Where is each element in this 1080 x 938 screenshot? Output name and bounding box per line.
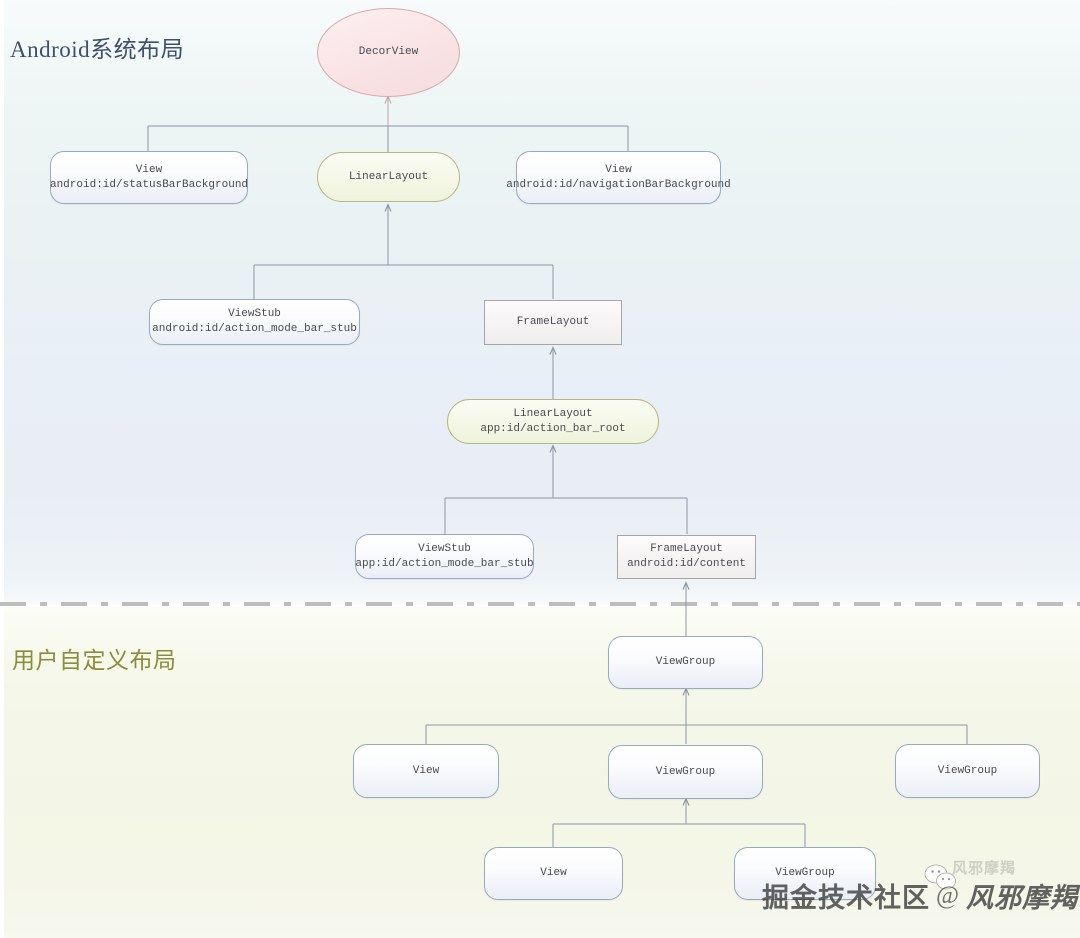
node-frame-layout[interactable]: FrameLayout — [484, 300, 622, 345]
watermark-community: 掘金技术社区 — [762, 883, 930, 913]
node-frame-layout-content[interactable]: FrameLayout android:id/content — [617, 535, 756, 579]
node-decor-view[interactable]: DecorView — [317, 8, 460, 97]
node-sublabel: app:id/action_mode_bar_stub — [355, 557, 534, 570]
node-label: View — [412, 764, 440, 777]
node-label: ViewStub — [228, 308, 281, 320]
node-user-view-leaf[interactable]: View — [484, 847, 623, 900]
node-label: ViewGroup — [775, 867, 835, 879]
node-view-status-bar-background[interactable]: View android:id/statusBarBackground — [50, 151, 248, 204]
node-label: LinearLayout — [513, 407, 593, 420]
node-label: DecorView — [358, 46, 419, 58]
node-view-stub-action-mode-bar-stub-android[interactable]: ViewStub android:id/action_mode_bar_stub — [149, 299, 360, 345]
node-label: FrameLayout — [650, 543, 723, 555]
node-label: View — [135, 163, 163, 176]
node-label: ViewGroup — [655, 765, 716, 778]
node-view-navigation-bar-background[interactable]: View android:id/navigationBarBackground — [506, 151, 731, 204]
node-sublabel: android:id/statusBarBackground — [49, 178, 249, 191]
system-section-title: Android系统布局 — [10, 37, 185, 62]
node-user-root-viewgroup[interactable]: ViewGroup — [608, 636, 763, 689]
watermark-author: 风邪摩羯 — [966, 883, 1079, 913]
node-linear-layout-action-bar-root[interactable]: LinearLayout app:id/action_bar_root — [447, 399, 659, 444]
node-label: ViewGroup — [937, 764, 998, 777]
node-sublabel: android:id/content — [627, 558, 746, 570]
node-label: View — [605, 163, 632, 176]
node-sublabel: android:id/action_mode_bar_stub — [152, 323, 357, 335]
custom-section-title: 用户自定义布局 — [12, 648, 177, 673]
node-label: FrameLayout — [516, 316, 590, 328]
node-user-viewgroup-leaf[interactable]: ViewGroup — [734, 847, 876, 900]
node-label: LinearLayout — [348, 170, 429, 183]
node-user-view-left[interactable]: View — [353, 744, 499, 798]
wechat-icon — [924, 864, 956, 892]
section-divider — [0, 602, 1080, 606]
node-user-viewgroup-mid[interactable]: ViewGroup — [608, 745, 763, 799]
node-linear-layout-root[interactable]: LinearLayout — [317, 152, 460, 202]
node-sublabel: app:id/action_bar_root — [480, 422, 626, 435]
node-sublabel: android:id/navigationBarBackground — [506, 178, 731, 191]
node-view-stub-action-mode-bar-stub-app[interactable]: ViewStub app:id/action_mode_bar_stub — [355, 534, 534, 579]
watermark: 掘金技术社区 @ 风邪摩羯 — [762, 876, 1078, 915]
node-label: View — [540, 867, 567, 879]
watermark-ghost-text: 风邪摩羯 — [952, 861, 1017, 877]
node-label: ViewGroup — [655, 656, 716, 668]
node-label: ViewStub — [418, 542, 471, 555]
node-user-viewgroup-right[interactable]: ViewGroup — [895, 744, 1040, 798]
watermark-at-symbol: @ — [936, 881, 961, 909]
